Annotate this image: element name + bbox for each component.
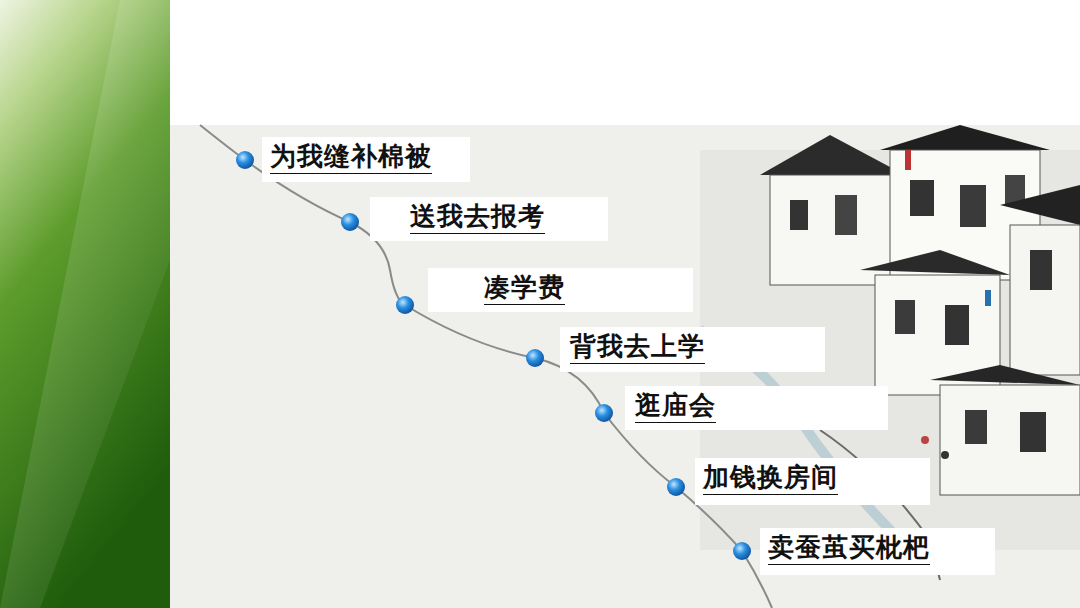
green-side-bar xyxy=(0,0,170,608)
timeline-dot xyxy=(236,151,254,169)
timeline-dot xyxy=(526,349,544,367)
event-text: 凑学费 xyxy=(484,272,565,305)
timeline-label-box: 卖蚕茧买枇杷 xyxy=(760,528,995,575)
timeline-dots xyxy=(236,151,751,560)
picture-panel xyxy=(170,125,1080,608)
timeline-label-box: 背我去上学 xyxy=(560,327,825,372)
event-text: 逛庙会 xyxy=(635,390,716,423)
bar-highlight xyxy=(0,0,170,608)
event-text: 加钱换房间 xyxy=(703,462,838,495)
timeline-dot xyxy=(733,542,751,560)
timeline-label-box: 为我缝补棉被 xyxy=(262,137,470,182)
timeline-label-box: 加钱换房间 xyxy=(695,458,930,505)
timeline-dot xyxy=(595,404,613,422)
timeline-label-box: 逛庙会 xyxy=(625,386,888,430)
timeline-dot xyxy=(667,478,685,496)
event-text: 背我去上学 xyxy=(570,331,705,364)
timeline-label-box: 凑学费 xyxy=(428,268,693,312)
timeline-dot xyxy=(341,213,359,231)
timeline-dot xyxy=(396,296,414,314)
timeline-label-box: 送我去报考 xyxy=(370,197,608,241)
event-text: 为我缝补棉被 xyxy=(270,141,432,174)
event-text: 送我去报考 xyxy=(410,201,545,234)
event-text: 卖蚕茧买枇杷 xyxy=(768,532,930,565)
